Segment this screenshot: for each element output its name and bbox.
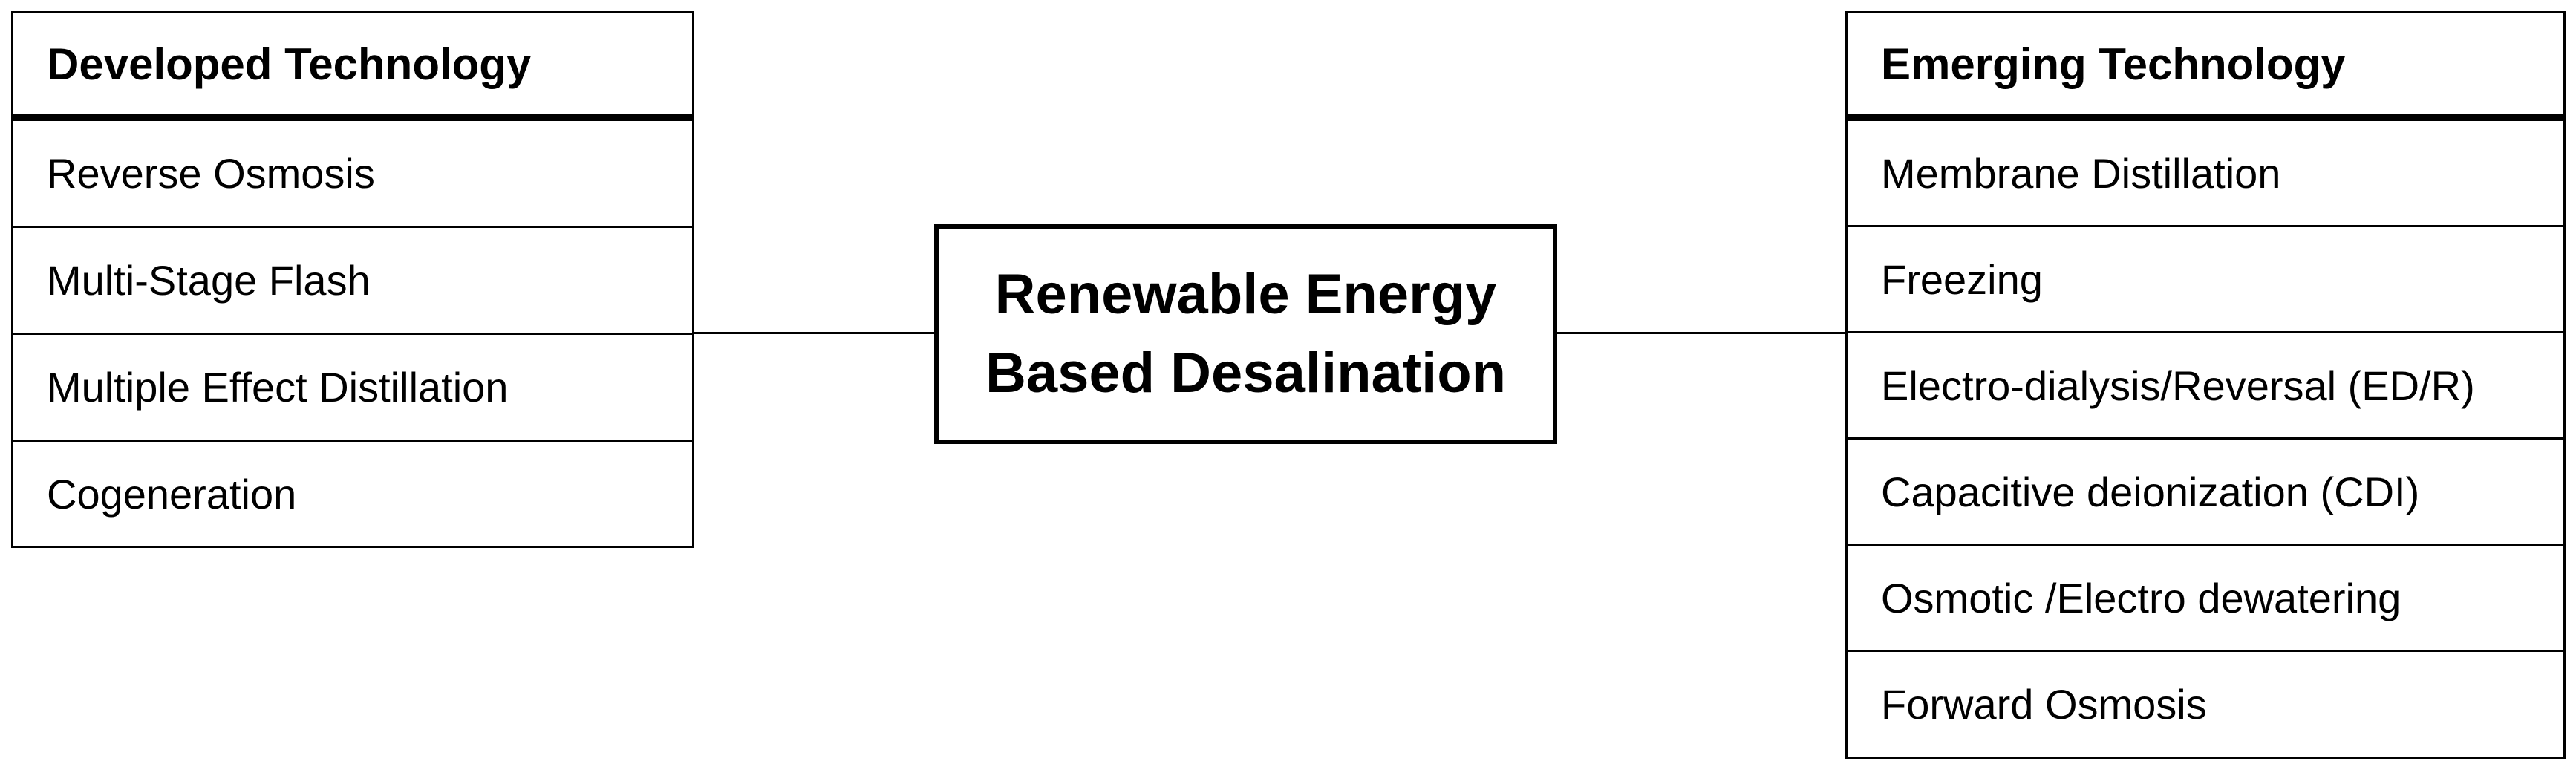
central-topic-line-1: Renewable Energy bbox=[994, 262, 1497, 326]
developed-item-multiple-effect-distillation: Multiple Effect Distillation bbox=[13, 333, 692, 440]
connector-right bbox=[1557, 332, 1845, 334]
emerging-item-membrane-distillation: Membrane Distillation bbox=[1848, 119, 2563, 225]
emerging-item-forward-osmosis: Forward Osmosis bbox=[1848, 650, 2563, 756]
emerging-item-electro-dialysis: Electro-dialysis/Reversal (ED/R) bbox=[1848, 331, 2563, 437]
developed-item-multi-stage-flash: Multi-Stage Flash bbox=[13, 226, 692, 333]
central-topic-box: Renewable Energy Based Desalination bbox=[934, 224, 1557, 444]
developed-technology-panel: Developed Technology Reverse Osmosis Mul… bbox=[11, 11, 694, 548]
developed-item-cogeneration: Cogeneration bbox=[13, 440, 692, 546]
emerging-item-osmotic-electro-dewatering: Osmotic /Electro dewatering bbox=[1848, 544, 2563, 650]
emerging-item-capacitive-deionization: Capacitive deionization (CDI) bbox=[1848, 437, 2563, 544]
developed-technology-title: Developed Technology bbox=[11, 11, 694, 119]
central-topic-line-2: Based Desalination bbox=[985, 342, 1507, 405]
connector-left bbox=[694, 332, 934, 334]
emerging-technology-title: Emerging Technology bbox=[1845, 11, 2566, 119]
emerging-technology-panel: Emerging Technology Membrane Distillatio… bbox=[1845, 11, 2566, 759]
emerging-item-freezing: Freezing bbox=[1848, 225, 2563, 331]
developed-item-reverse-osmosis: Reverse Osmosis bbox=[13, 119, 692, 226]
